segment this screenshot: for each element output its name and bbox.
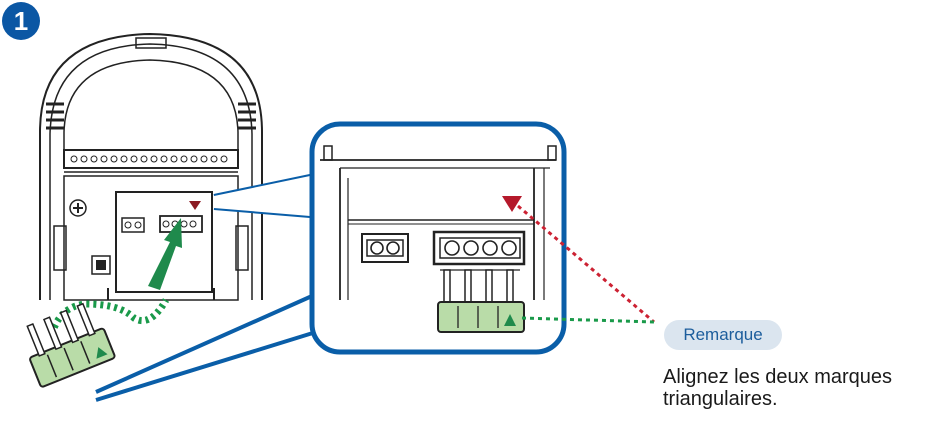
callout-zoom-box <box>309 121 567 355</box>
insert-arrow-icon <box>148 218 182 290</box>
pointer-red-dotted <box>517 204 655 324</box>
note-label: Remarque <box>664 320 782 350</box>
note-line: triangulaires. <box>663 388 778 410</box>
note-text: Alignez les deux marques triangulaires. <box>663 366 933 410</box>
callout-plug <box>437 269 525 333</box>
connector-plug-icon <box>26 302 116 388</box>
terminal-screws <box>70 155 228 163</box>
pointer-green-dotted <box>521 316 655 324</box>
callout-wedge <box>214 176 310 216</box>
step-number-badge: 1 <box>2 2 40 40</box>
device-triangle-mark <box>189 201 201 210</box>
note-line: Alignez les deux marques <box>663 366 893 388</box>
alignment-triangle-icon <box>502 196 522 212</box>
device-housing <box>39 32 263 301</box>
plug-path-dotted <box>48 298 170 336</box>
